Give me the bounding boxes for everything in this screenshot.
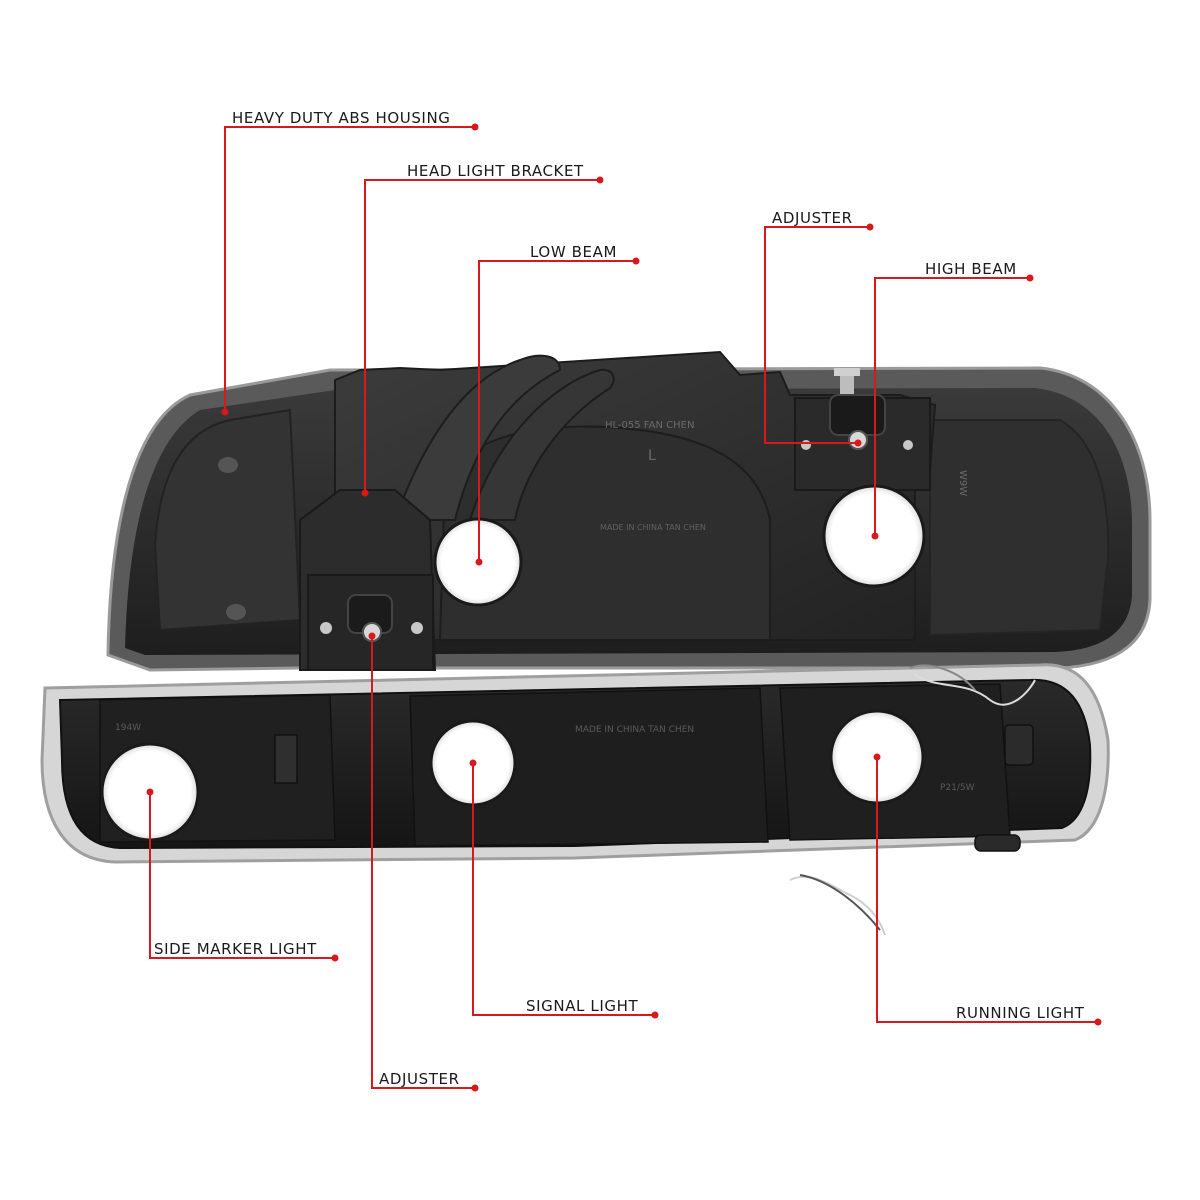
callout-dot (1026, 274, 1034, 282)
callout-line-bracket (364, 179, 600, 493)
svg-text:W9W: W9W (957, 470, 968, 496)
callout-dot (866, 223, 874, 231)
callout-dot (871, 532, 879, 540)
label-adjuster-bottom: ADJUSTER (379, 1070, 460, 1088)
label-head-light-bracket: HEAD LIGHT BRACKET (407, 162, 584, 180)
callout-line-housing (224, 126, 475, 412)
callout-dot (651, 1011, 659, 1019)
svg-text:194W: 194W (115, 723, 141, 733)
callout-dot (471, 1084, 479, 1092)
callout-dot (632, 257, 640, 265)
label-running-light: RUNNING LIGHT (956, 1004, 1085, 1022)
callout-line-high-beam (874, 277, 1030, 536)
callout-line-signal (472, 763, 655, 1016)
svg-text:HL-055 FAN CHEN: HL-055 FAN CHEN (605, 420, 694, 431)
callout-line-adjuster-bottom (371, 636, 475, 1089)
label-high-beam: HIGH BEAM (925, 260, 1017, 278)
label-low-beam: LOW BEAM (530, 243, 617, 261)
callout-dot (1094, 1018, 1102, 1026)
svg-text:P21/5W: P21/5W (940, 783, 975, 793)
callout-dot (475, 558, 483, 566)
callout-dot (221, 408, 229, 416)
callout-line-low-beam (478, 260, 636, 562)
callout-dot (368, 632, 376, 640)
svg-text:MADE IN CHINA TAN CHEN: MADE IN CHINA TAN CHEN (575, 725, 694, 735)
callout-dot (361, 489, 369, 497)
label-signal-light: SIGNAL LIGHT (526, 997, 639, 1015)
callout-line-side-marker (149, 792, 335, 959)
label-heavy-duty-abs-housing: HEAVY DUTY ABS HOUSING (232, 109, 451, 127)
label-side-marker-light: SIDE MARKER LIGHT (154, 940, 317, 958)
bumper-lamp-housing: MADE IN CHINA TAN CHEN 194W P21/5W (40, 663, 1110, 936)
callout-dot (146, 788, 154, 796)
callout-dot (471, 123, 479, 131)
svg-text:MADE IN CHINA TAN CHEN: MADE IN CHINA TAN CHEN (600, 523, 706, 532)
callout-dot (596, 176, 604, 184)
label-adjuster-top: ADJUSTER (772, 209, 853, 227)
callout-dot (331, 954, 339, 962)
callout-dot (469, 759, 477, 767)
callout-line-running (876, 757, 1098, 1023)
callout-dot (854, 439, 862, 447)
callout-line-adjuster-top (764, 226, 870, 444)
callout-dot (873, 753, 881, 761)
svg-text:L: L (648, 448, 656, 464)
